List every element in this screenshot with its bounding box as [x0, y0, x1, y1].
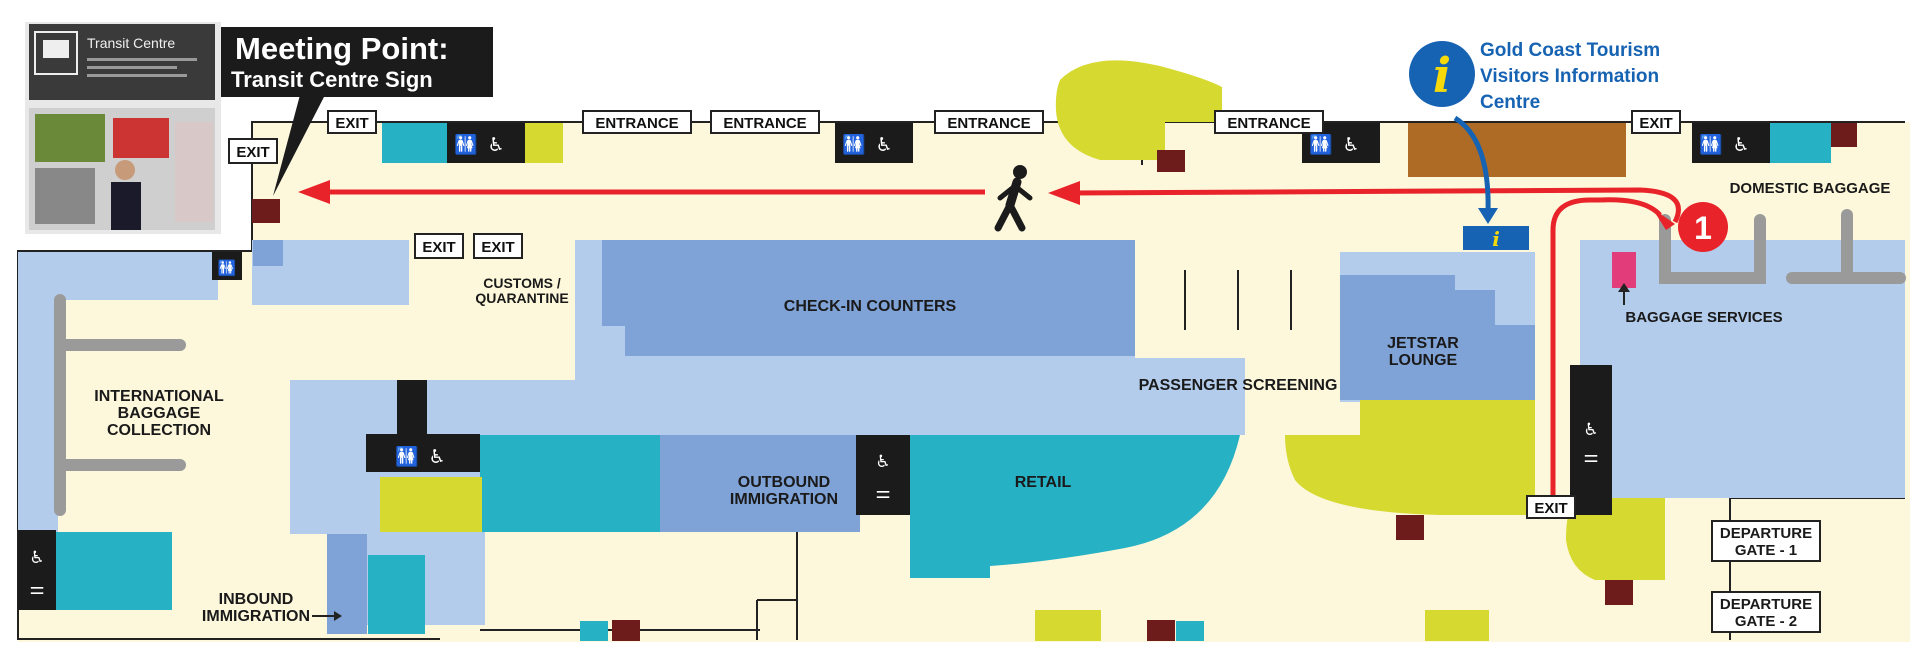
label-inbound: INBOUND [219, 591, 294, 608]
label-gate-1-number: GATE - 1 [1735, 542, 1797, 559]
photo-sign-text: Transit Centre [87, 35, 175, 51]
svg-text:♿: ♿ [875, 452, 890, 472]
walking-route [320, 187, 1681, 500]
teal-blocks [55, 123, 1831, 641]
svg-text:🚻: 🚻 [395, 445, 419, 468]
baggage-carousel-icon [54, 209, 1906, 516]
lime-blocks [380, 60, 1665, 641]
exit-sign: EXIT [236, 144, 269, 161]
label-international: INTERNATIONAL [94, 388, 224, 405]
meeting-point-title: Meeting Point: [235, 31, 449, 66]
svg-text:♿: ♿ [875, 134, 892, 156]
entrance-sign: ENTRANCE [595, 115, 678, 132]
tourism-line-2: Visitors Information [1480, 66, 1660, 87]
exit-sign: EXIT [1534, 500, 1567, 517]
label-retail: RETAIL [1015, 474, 1072, 491]
info-booth [1463, 226, 1529, 250]
label-outbound-immigration: IMMIGRATION [730, 491, 838, 508]
label-domestic-baggage: DOMESTIC BAGGAGE [1730, 180, 1891, 197]
label-jetstar: JETSTAR [1387, 335, 1459, 352]
label-gate-1: DEPARTURE [1720, 525, 1812, 542]
svg-text:🚻: 🚻 [1309, 133, 1333, 156]
svg-text:🚻: 🚻 [218, 259, 237, 277]
label-gate-2-number: GATE - 2 [1735, 613, 1797, 630]
svg-text:⚌: ⚌ [29, 579, 44, 599]
exit-sign: EXIT [335, 115, 368, 132]
tourism-line-1: Gold Coast Tourism [1480, 40, 1661, 61]
mid-blue-blocks [253, 240, 1535, 634]
info-booth-icon: i [1492, 227, 1500, 251]
photo-illustration: Transit Centre [25, 22, 221, 234]
label-inbound-immigration: IMMIGRATION [202, 608, 310, 625]
tourism-line-3: Centre [1480, 92, 1541, 113]
entrance-sign: ENTRANCE [1227, 115, 1310, 132]
exit-sign: EXIT [422, 239, 455, 256]
svg-text:🚻: 🚻 [454, 133, 478, 156]
facility-blocks [18, 123, 1770, 610]
svg-text:♿: ♿ [428, 446, 445, 468]
info-arrowhead [1478, 208, 1498, 224]
tourism-centre-block [1408, 123, 1626, 177]
svg-text:🚻: 🚻 [842, 133, 866, 156]
meeting-point-callout: Meeting Point: Transit Centre Sign [221, 27, 493, 97]
label-passenger-screening: PASSENGER SCREENING [1139, 377, 1338, 394]
entrance-sign: ENTRANCE [723, 115, 806, 132]
pointer-head [1618, 283, 1630, 292]
departure-gate-signs [1711, 520, 1821, 633]
meeting-point-subtitle: Transit Centre Sign [231, 67, 433, 92]
callout-pointer [273, 95, 325, 196]
info-arrow [1453, 115, 1491, 213]
label-outbound: OUTBOUND [738, 474, 830, 491]
maroon-markers [252, 123, 1857, 641]
start-marker-label: 1 [1694, 210, 1712, 246]
svg-text:♿: ♿ [1732, 134, 1749, 156]
inbound-arrowhead [334, 611, 342, 621]
label-baggage: BAGGAGE [118, 405, 201, 422]
label-collection: COLLECTION [107, 422, 211, 439]
svg-text:♿: ♿ [487, 134, 504, 156]
label-checkin-counters: CHECK-IN COUNTERS [784, 298, 957, 315]
exit-sign: EXIT [481, 239, 514, 256]
label-quarantine: QUARANTINE [475, 290, 568, 306]
route-arrowheads [298, 180, 1675, 230]
info-icon [1409, 41, 1475, 107]
walking-person-icon [994, 165, 1033, 232]
svg-text:⚌: ⚌ [875, 483, 890, 503]
svg-text:♿: ♿ [29, 548, 44, 568]
start-marker [1678, 202, 1728, 252]
svg-text:🚻: 🚻 [1699, 133, 1723, 156]
exit-entrance-signs [228, 110, 1681, 519]
meeting-point-photo: Transit Centre [25, 22, 221, 234]
tourism-centre-label: Gold Coast Tourism Visitors Information … [1480, 38, 1660, 116]
info-icon-letter: i [1433, 48, 1451, 104]
label-lounge: LOUNGE [1389, 352, 1458, 369]
svg-text:⚌: ⚌ [1583, 447, 1598, 467]
exit-sign: EXIT [1639, 115, 1672, 132]
svg-text:♿: ♿ [1583, 420, 1598, 440]
label-baggage-services: BAGGAGE SERVICES [1625, 309, 1782, 326]
svg-text:♿: ♿ [1342, 134, 1359, 156]
entrance-sign: ENTRANCE [947, 115, 1030, 132]
label-gate-2: DEPARTURE [1720, 596, 1812, 613]
restroom-icon: 🚻 ♿ 🚻 ♿ 🚻 ♿ 🚻 ♿ 🚻 🚻 ♿ ♿ ⚌ ♿ ⚌ ♿ ⚌ [29, 133, 1749, 599]
label-customs: CUSTOMS / [483, 275, 561, 291]
